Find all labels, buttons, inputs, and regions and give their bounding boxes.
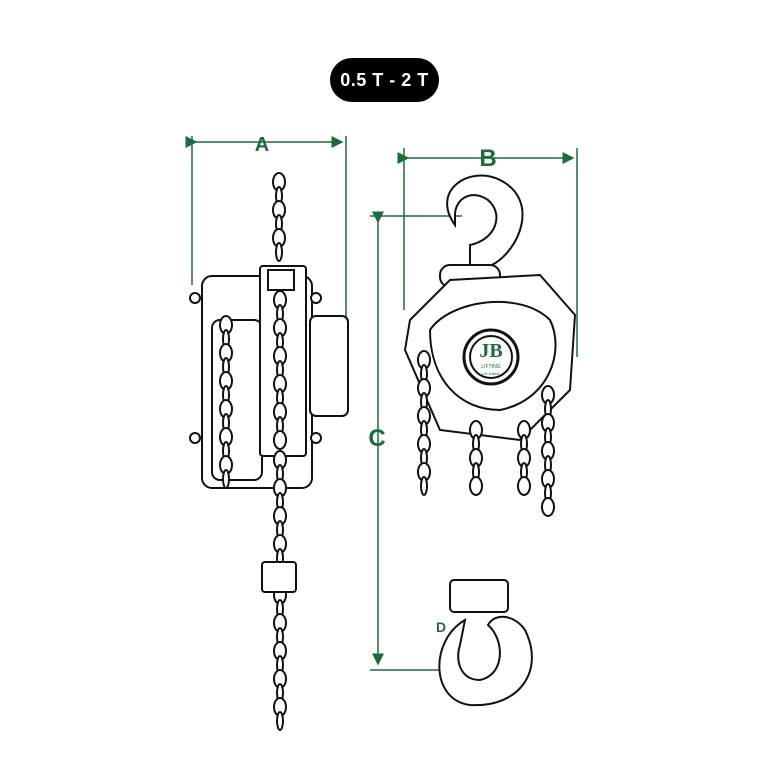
- chain-link: [276, 711, 284, 731]
- chain-link: [469, 476, 483, 496]
- logo-tagline: Lift Safety: [482, 371, 500, 376]
- dimension-d-label: D: [436, 619, 446, 635]
- chain-link: [541, 497, 555, 517]
- dimension-a-label: A: [255, 134, 269, 156]
- hoist-front-view: [403, 174, 577, 707]
- brand-logo: JB: [479, 340, 502, 362]
- chain-link: [275, 242, 283, 262]
- chain-link: [273, 430, 287, 450]
- chain-link: [222, 469, 230, 489]
- capacity-badge: 0.5 T - 2 T: [330, 58, 439, 102]
- logo-text: LIFTING: [481, 364, 500, 370]
- chain-link: [517, 476, 531, 496]
- hoist-side-view: [189, 172, 349, 731]
- dimension-c-label: C: [368, 425, 385, 452]
- dimension-b-label: B: [479, 145, 496, 172]
- chain-link: [420, 476, 428, 496]
